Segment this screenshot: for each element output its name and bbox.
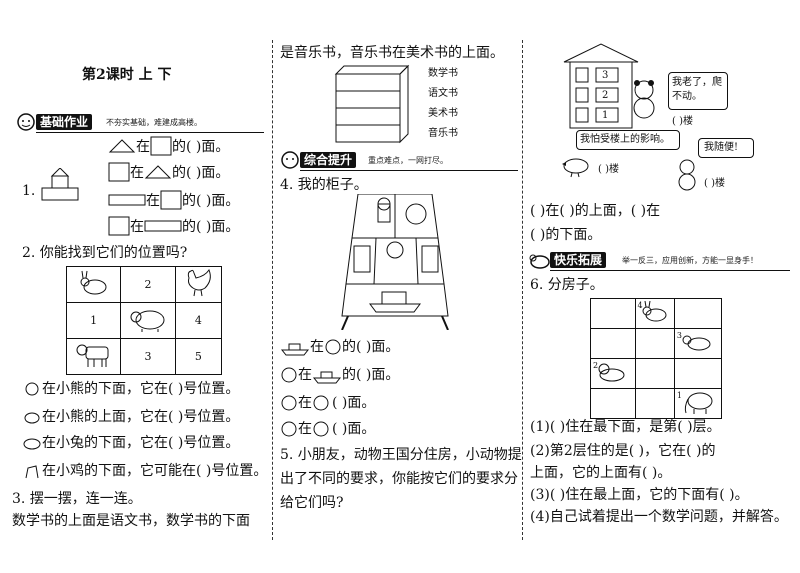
monkey-speech-text: 我随便! [704, 142, 739, 153]
q3-text-2: 是音乐书，音乐书在美术书的上面。 [280, 45, 504, 61]
house-shape-figure [41, 168, 79, 201]
monkey-speech-bubble [698, 138, 754, 158]
bear-icon [130, 310, 165, 332]
panda-speech-text: 我老了，爬不动。 [672, 77, 722, 102]
q5-answer-1: ( )在( )的上面，( )在 [530, 203, 661, 219]
monkey-icon [678, 159, 696, 191]
square-icon [150, 136, 172, 156]
doll-icon [313, 395, 329, 411]
square-icon [108, 162, 130, 182]
rooster-icon [188, 268, 212, 297]
apartment-building [563, 43, 639, 129]
q4-prompt: 4. 我的柜子。 [280, 177, 368, 193]
rectangle-icon [108, 194, 146, 206]
q6-line-1: (1)( )住在最下面，是第( )层。 [530, 419, 721, 435]
q6-line-5: (4)自己试着提出一个数学问题，并解答。 [530, 509, 788, 525]
grid-cell-bear [120, 302, 176, 339]
advance-section-motto: 重点难点，一网打尽。 [368, 156, 448, 165]
floor-number-1: 1 [602, 110, 609, 121]
q3-text-1: 数学书的上面是语文书，数学书的下面 [12, 513, 250, 529]
q3-prompt: 3. 摆一摆，连一连。 [12, 491, 142, 507]
q1-number: 1. [22, 183, 36, 199]
bird-floor-answer: ( )楼 [598, 164, 619, 175]
grid-cell-rooster [174, 266, 223, 303]
bird-speech-bubble [576, 130, 680, 150]
q6-line-3: 上面，它的上面有( )。 [530, 465, 672, 481]
advance-section-label: 综合提升 [300, 152, 357, 168]
basic-section-label: 基础作业 [36, 114, 93, 130]
column-divider-right [522, 40, 523, 540]
student-icon [17, 113, 35, 131]
monkey-floor-answer: ( )楼 [704, 178, 725, 189]
cabinet-figure [341, 194, 449, 330]
doll-icon [313, 421, 329, 437]
cow-icon [76, 344, 109, 367]
advance-section-banner: 综合提升 重点难点，一网打尽。 [278, 150, 518, 172]
dog-icon [529, 254, 550, 269]
bird-icon [562, 158, 589, 178]
q6-line-2: (2)第2层住的是( )，它在( )的 [530, 443, 716, 459]
panda-floor-answer: ( )楼 [672, 116, 693, 127]
book-label-chinese: 语文书 [428, 88, 458, 99]
q5-line-1: 5. 小朋友，动物王国分住房，小动物提 [280, 447, 522, 463]
cat-icon [598, 363, 625, 382]
ship-icon [312, 371, 342, 384]
q5-line-3: 给它们吗? [280, 495, 344, 511]
ship-icon [280, 343, 310, 356]
doll-icon [281, 421, 297, 437]
page-title: 第2课时 上 下 [82, 67, 172, 83]
floor-number-3: 3 [602, 70, 609, 81]
happy-section-motto: 举一反三，应用创新，方能一显身手！ [622, 256, 758, 265]
happy-section-label: 快乐拓展 [550, 252, 607, 268]
rabbit-icon [80, 270, 107, 295]
rectangle-icon [144, 220, 182, 232]
grid-cell-rabbit [65, 266, 122, 303]
triangle-icon [108, 139, 136, 153]
q2-position-grid: 2 1 4 3 5 [65, 266, 223, 375]
q6-house-grid: 4 3 2 1 [590, 298, 723, 419]
floor-number-2: 2 [602, 90, 609, 101]
triangle-icon [144, 165, 172, 179]
doll-icon [281, 395, 297, 411]
square-icon [160, 190, 182, 210]
q6-line-4: (3)( )住在最上面，它的下面有( )。 [530, 487, 749, 503]
column-divider-left [272, 40, 273, 540]
q5-answer-2: ( )的下面。 [530, 227, 602, 243]
basic-section-motto: 不夯实基础，难建成高楼。 [106, 118, 202, 127]
doll-icon [281, 367, 297, 383]
book-label-art: 美术书 [428, 108, 458, 119]
q6-prompt: 6. 分房子。 [530, 277, 604, 293]
grid-cell-cow [65, 338, 122, 375]
q5-line-2: 出了不同的要求，你能按它们的要求分 [280, 471, 518, 487]
happy-section-banner: 快乐拓展 举一反三，应用创新，方能一显身手！ [528, 250, 790, 272]
student-icon [281, 151, 299, 169]
book-label-math: 数学书 [428, 68, 458, 79]
book-stack-figure [334, 64, 410, 144]
q2-prompt: 2. 你能找到它们的位置吗? [22, 245, 188, 261]
animal-icon [25, 465, 39, 479]
elephant-icon [684, 392, 713, 414]
bird-speech-text: 我怕受楼上的影响。 [580, 134, 670, 145]
panda-speech-bubble [668, 72, 728, 110]
panda-icon [633, 80, 655, 119]
animal-icon [25, 382, 39, 396]
basic-section-banner: 基础作业 不夯实基础，难建成高楼。 [14, 112, 264, 134]
square-icon [108, 216, 130, 236]
book-label-music: 音乐书 [428, 128, 458, 139]
dog-icon [682, 335, 711, 351]
doll-icon [325, 339, 341, 355]
rabbit-icon [642, 300, 667, 322]
animal-icon [23, 438, 41, 450]
animal-icon [24, 412, 40, 424]
